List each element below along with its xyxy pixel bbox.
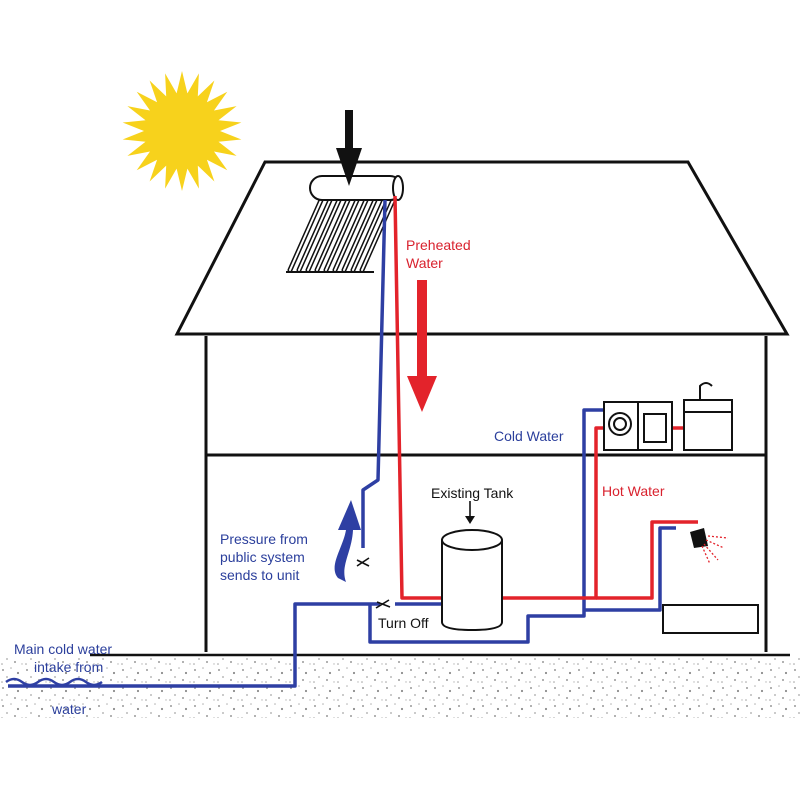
preheated-label: Preheated Water (406, 236, 471, 272)
main-intake-line3: water (52, 701, 87, 717)
pressure-label-line3: sends to unit (220, 567, 300, 583)
collector-tube-highlight (325, 197, 359, 271)
collector-tube-highlight (298, 197, 332, 271)
hot-water-label: Hot Water (602, 483, 665, 499)
collector-tube-highlight (343, 197, 377, 271)
shower-drop (705, 539, 725, 549)
tank-pointer-arrow (465, 501, 475, 524)
shower-icon (690, 528, 729, 565)
main-intake-label: Main cold water intake from (14, 640, 112, 676)
shower-drop (703, 543, 719, 561)
pressure-label: Pressure from public system sends to uni… (220, 530, 308, 584)
collector-tube-highlight (334, 197, 368, 271)
main-intake-line2: intake from (34, 659, 104, 675)
sun-icon (122, 71, 242, 191)
collector-tube-highlight (316, 197, 350, 271)
shower-drop (701, 545, 711, 565)
preheated-label-line1: Preheated (406, 237, 471, 253)
solar-collector-icon (286, 175, 404, 273)
flow-arrow-icon (407, 280, 437, 412)
existing-tank-label: Existing Tank (431, 485, 514, 501)
collector-tube-highlight (289, 197, 323, 271)
bathtub-icon (662, 604, 759, 634)
collector-tube-highlight (352, 197, 386, 271)
sunlight-arrow-icon (336, 110, 362, 186)
hot-water-pipes (393, 195, 698, 600)
roof (174, 160, 790, 336)
ground-gravel (0, 658, 800, 718)
cold-water-label: Cold Water (494, 428, 564, 444)
preheated-label-line2: Water (406, 255, 443, 271)
collector-tube-highlight (307, 197, 341, 271)
cold-water-pipes (8, 199, 676, 688)
pressure-label-line2: public system (220, 549, 305, 565)
valve-icon (356, 557, 391, 609)
collector-tube-highlight (361, 197, 395, 271)
sink-icon (683, 382, 733, 451)
pressure-label-line1: Pressure from (220, 531, 308, 547)
shower-drop (707, 535, 729, 539)
turn-off-label: Turn Off (378, 615, 429, 631)
pressure-arrow-icon (334, 500, 361, 582)
tank-icon (441, 529, 503, 632)
washer-icon (603, 401, 639, 451)
intake-wave (5, 677, 103, 687)
main-intake-line1: Main cold water (14, 641, 113, 657)
dryer-icon (637, 401, 673, 451)
